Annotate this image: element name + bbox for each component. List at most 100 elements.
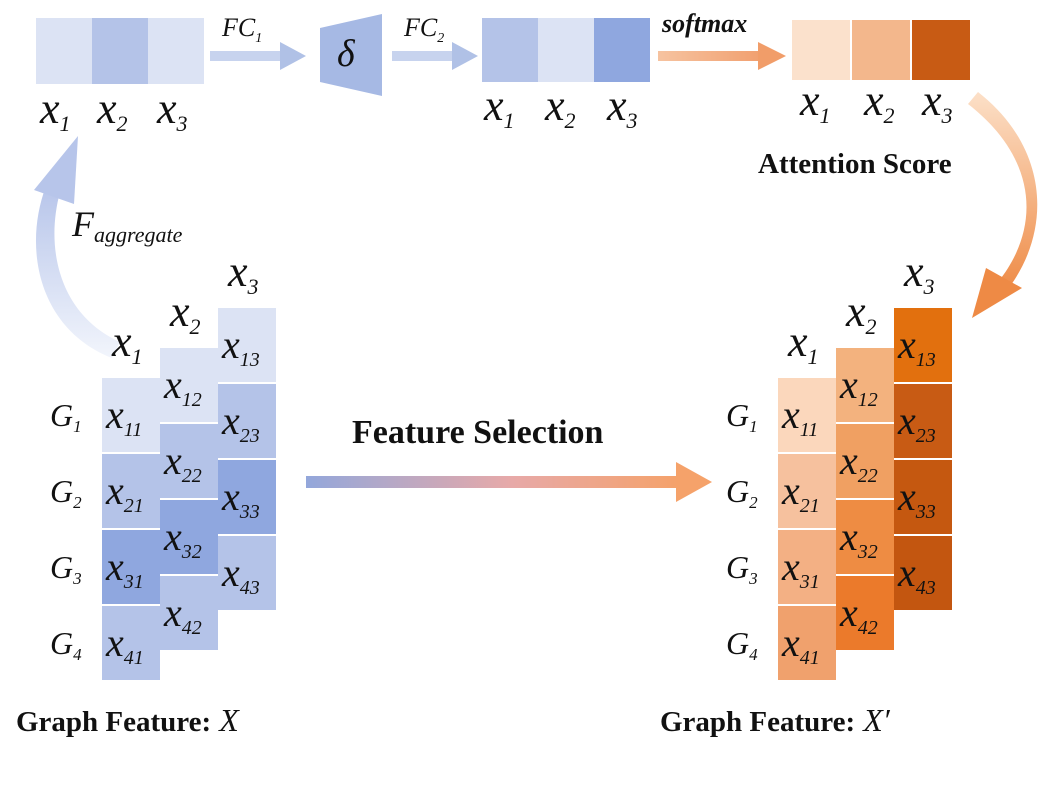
softmax-label: softmax bbox=[661, 9, 747, 38]
aggregate-label: Faggregate bbox=[71, 204, 183, 247]
right-cell-label: x13 bbox=[897, 322, 936, 371]
fc2-arrow bbox=[392, 42, 478, 70]
left-cell bbox=[218, 460, 276, 534]
right-col-header-3: x3 bbox=[903, 247, 935, 299]
left-row-label-g3: G3 bbox=[50, 549, 82, 588]
left-cell bbox=[160, 348, 218, 422]
left-cell-label: x13 bbox=[221, 322, 260, 371]
left-cell bbox=[102, 530, 160, 604]
softmax-arrow bbox=[658, 42, 786, 70]
right-row-label-g3: G3 bbox=[726, 549, 758, 588]
feature-selection-label: Feature Selection bbox=[352, 414, 604, 451]
right-col-header-1: x1 bbox=[787, 317, 819, 369]
right-cell-label: x31 bbox=[781, 544, 820, 593]
right-cell bbox=[778, 530, 836, 604]
right-row-label-g1: G1 bbox=[726, 397, 758, 436]
attention-curve-arrow bbox=[968, 92, 1038, 318]
fc2-output-labels: x1 x2 x3 bbox=[483, 81, 638, 133]
right-cell bbox=[836, 576, 894, 650]
input-label-3: x3 bbox=[156, 84, 188, 136]
fc2-cell-3 bbox=[594, 18, 650, 82]
right-row-label-g4: G4 bbox=[726, 625, 758, 664]
right-cell bbox=[894, 460, 952, 534]
left-cell-label: x41 bbox=[105, 620, 144, 669]
right-cell-label: x22 bbox=[839, 438, 878, 487]
right-cell bbox=[778, 606, 836, 680]
right-cell-label: x32 bbox=[839, 514, 878, 563]
left-cell bbox=[102, 454, 160, 528]
right-cell bbox=[894, 384, 952, 458]
right-cell bbox=[894, 308, 952, 382]
attention-score-title: Attention Score bbox=[758, 148, 952, 180]
left-cell bbox=[160, 500, 218, 574]
left-cell-label: x31 bbox=[105, 544, 144, 593]
fc2-label: FC2 bbox=[403, 13, 444, 46]
left-cell-label: x42 bbox=[163, 590, 202, 639]
right-cell-label: x43 bbox=[897, 550, 936, 599]
input-cell-1 bbox=[36, 18, 92, 84]
left-col-header-1: x1 bbox=[111, 317, 143, 369]
left-cell bbox=[102, 378, 160, 452]
left-cell bbox=[160, 576, 218, 650]
left-cell bbox=[160, 424, 218, 498]
left-caption: Graph Feature:X bbox=[16, 702, 240, 738]
attention-cell-1 bbox=[792, 20, 850, 80]
attention-label-3: x3 bbox=[921, 76, 953, 128]
fc2-label-1: x1 bbox=[483, 81, 515, 133]
left-cell-label: x11 bbox=[105, 392, 142, 441]
right-cell-label: x23 bbox=[897, 398, 936, 447]
input-label-1: x1 bbox=[39, 84, 71, 136]
fc2-cell-1 bbox=[482, 18, 538, 82]
attention-label-1: x1 bbox=[799, 76, 831, 128]
feature-selection-arrow bbox=[306, 462, 712, 502]
right-cell bbox=[778, 454, 836, 528]
left-row-label-g2: G2 bbox=[50, 473, 82, 512]
right-cell-label: x42 bbox=[839, 590, 878, 639]
fc2-label-3: x3 bbox=[606, 81, 638, 133]
left-cell-label: x23 bbox=[221, 398, 260, 447]
fc2-output-vector bbox=[482, 18, 650, 82]
attention-vector bbox=[792, 20, 970, 80]
input-vector-labels: x1 x2 x3 bbox=[39, 84, 188, 136]
input-vector bbox=[36, 18, 204, 84]
graph-feature-x-prime: x1 x11 x21 x31 x41 x2 x12 x22 x32 x42 x3 x13 x23 x33 x… bbox=[726, 247, 952, 680]
left-col-header-3: x3 bbox=[227, 247, 259, 299]
left-cell bbox=[218, 536, 276, 610]
left-cell-label: x12 bbox=[163, 362, 202, 411]
right-row-label-g2: G2 bbox=[726, 473, 758, 512]
left-cell-label: x43 bbox=[221, 550, 260, 599]
left-cell bbox=[218, 384, 276, 458]
right-col-header-2: x2 bbox=[845, 287, 877, 339]
left-row-label-g4: G4 bbox=[50, 625, 82, 664]
right-caption: Graph Feature:X′ bbox=[660, 702, 891, 738]
attention-labels: x1 x2 x3 bbox=[799, 76, 953, 128]
attention-cell-3 bbox=[912, 20, 970, 80]
right-cell bbox=[836, 348, 894, 422]
aggregate-curve-arrow bbox=[34, 136, 120, 358]
input-cell-2 bbox=[92, 18, 148, 84]
left-cell bbox=[218, 308, 276, 382]
fc1-label: FC1 bbox=[221, 13, 262, 46]
right-cell-label: x33 bbox=[897, 474, 936, 523]
left-col-header-2: x2 bbox=[169, 287, 201, 339]
fc2-label-2: x2 bbox=[544, 81, 576, 133]
delta-symbol: δ bbox=[337, 33, 356, 75]
right-cell-label: x11 bbox=[781, 392, 818, 441]
right-cell-label: x21 bbox=[781, 468, 820, 517]
right-cell bbox=[894, 536, 952, 610]
left-cell-label: x21 bbox=[105, 468, 144, 517]
graph-feature-x: x1x11x21x31x41x2x12x22x32x42x3x13x23x33x… bbox=[50, 247, 276, 680]
input-label-2: x2 bbox=[96, 84, 128, 136]
fc1-arrow bbox=[210, 42, 306, 70]
input-cell-3 bbox=[148, 18, 204, 84]
left-row-label-g1: G1 bbox=[50, 397, 82, 436]
right-cell bbox=[836, 424, 894, 498]
attention-cell-2 bbox=[852, 20, 910, 80]
right-cell-label: x41 bbox=[781, 620, 820, 669]
left-cell-label: x22 bbox=[163, 438, 202, 487]
fc2-cell-2 bbox=[538, 18, 594, 82]
right-cell-label: x12 bbox=[839, 362, 878, 411]
attention-label-2: x2 bbox=[863, 76, 895, 128]
